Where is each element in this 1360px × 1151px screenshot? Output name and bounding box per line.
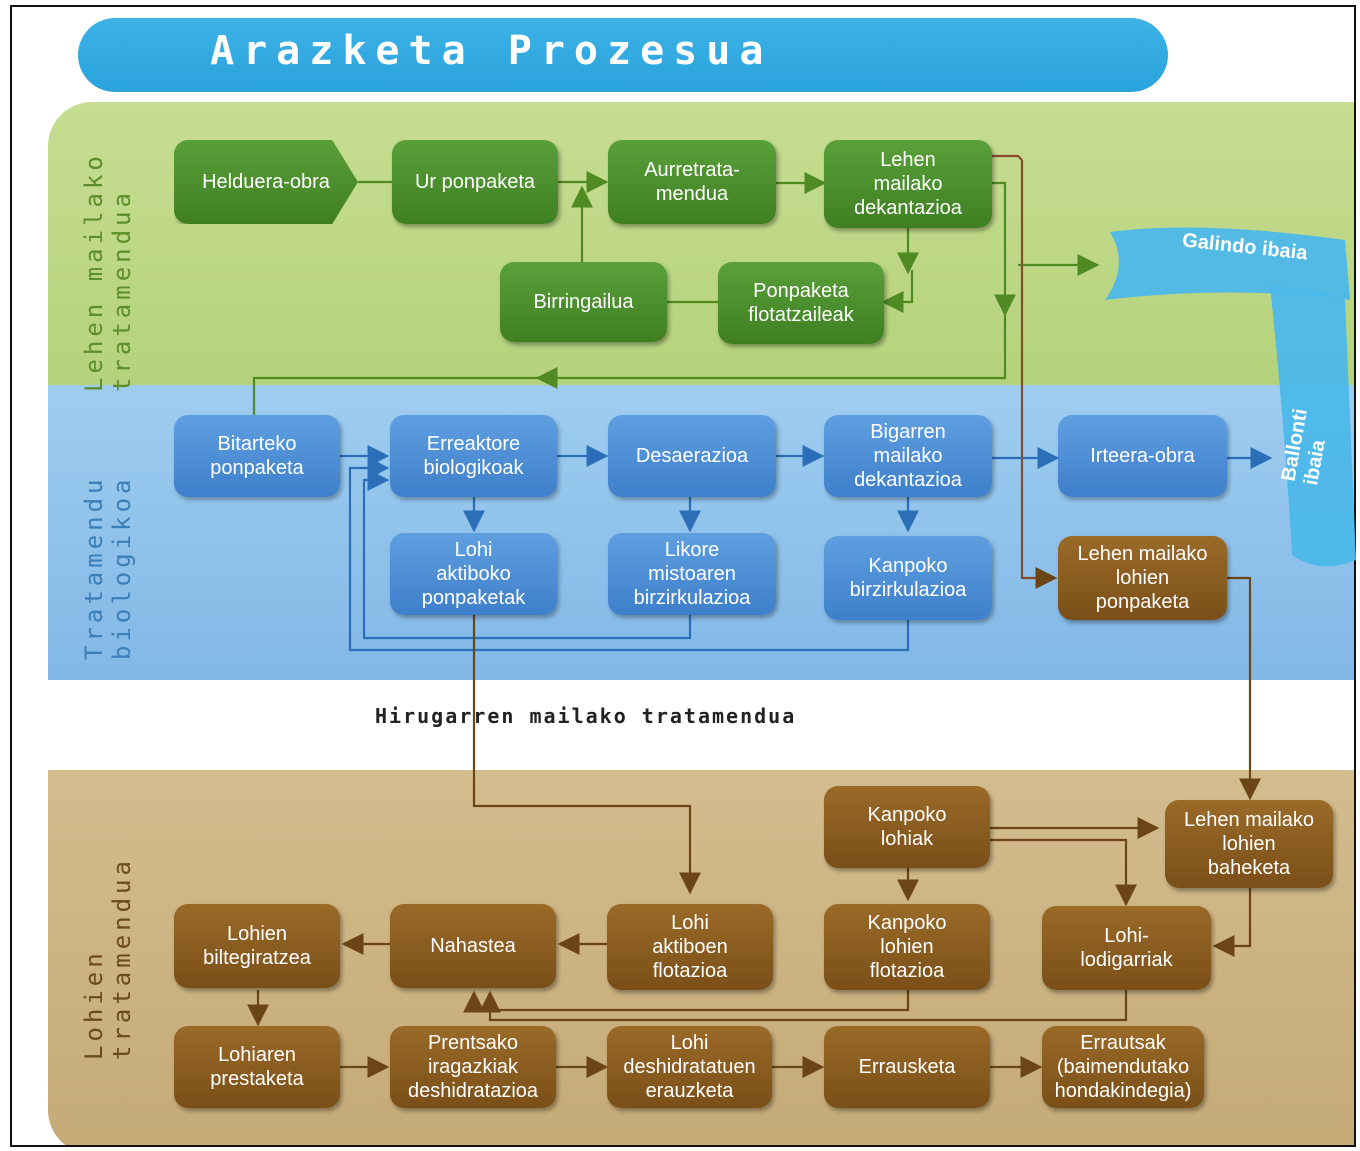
ballonti-river <box>1270 285 1356 567</box>
node-bitarteko-ponpaketa: Bitarteko ponpaketa <box>174 415 340 497</box>
node-ponpaketa-flotatzaileak: Ponpaketa flotatzaileak <box>718 262 884 344</box>
node-lohiaren-prestaketa: Lohiaren prestaketa <box>174 1026 340 1108</box>
node-irteera-obra: Irteera-obra <box>1058 415 1227 497</box>
node-errausketa: Errausketa <box>824 1026 990 1108</box>
node-aurretratamendua: Aurretrata- mendua <box>608 140 776 224</box>
node-likore-mistoaren-birzirkulazioa: Likore mistoaren birzirkulazioa <box>608 533 776 615</box>
node-kanpoko-lohien-flotazioa: Kanpoko lohien flotazioa <box>824 904 990 990</box>
title-bar <box>78 18 1168 92</box>
node-helduera-obra: Helduera-obra <box>174 140 358 224</box>
node-lehen-mailako-lohien-ponpaketa: Lehen mailako lohien ponpaketa <box>1058 536 1227 620</box>
node-lohi-deshidratatuen-erauzketa: Lohi deshidratatuen erauzketa <box>607 1026 772 1108</box>
node-birringailua: Birringailua <box>500 262 667 342</box>
galindo-river <box>1105 227 1350 300</box>
node-lohi-aktiboko-ponpaketak: Lohi aktiboko ponpaketak <box>390 533 557 615</box>
node-kanpoko-birzirkulazioa: Kanpoko birzirkulazioa <box>824 536 992 620</box>
diagram-title: Arazketa Prozesua <box>210 28 773 74</box>
tertiary-treatment-label: Hirugarren mailako tratamendua <box>375 704 797 728</box>
node-ur-ponpaketa: Ur ponpaketa <box>392 140 558 224</box>
tertiary-treatment-band <box>48 680 1354 770</box>
node-lohien-biltegiratzea: Lohien biltegiratzea <box>174 904 340 988</box>
node-erreaktore-biologikoak: Erreaktore biologikoak <box>390 415 557 497</box>
node-lohi-aktiboen-flotazioa: Lohi aktiboen flotazioa <box>607 904 773 990</box>
node-lohi-lodigarriak: Lohi- lodigarriak <box>1042 906 1211 990</box>
node-kanpoko-lohiak: Kanpoko lohiak <box>824 786 990 868</box>
node-lehen-mailako-dekantazioa: Lehen mailako dekantazioa <box>824 140 992 228</box>
node-lehen-mailako-lohien-baheketa: Lehen mailako lohien baheketa <box>1165 800 1333 888</box>
node-bigarren-mailako-dekantazioa: Bigarren mailako dekantazioa <box>824 415 992 497</box>
node-desaerazioa: Desaerazioa <box>608 415 776 497</box>
node-errautsak: Errautsak (baimendutako hondakindegia) <box>1042 1026 1204 1108</box>
node-nahastea: Nahastea <box>390 904 556 988</box>
node-prentsako-iragazkiak-deshidratazioa: Prentsako iragazkiak deshidratazioa <box>390 1026 556 1108</box>
